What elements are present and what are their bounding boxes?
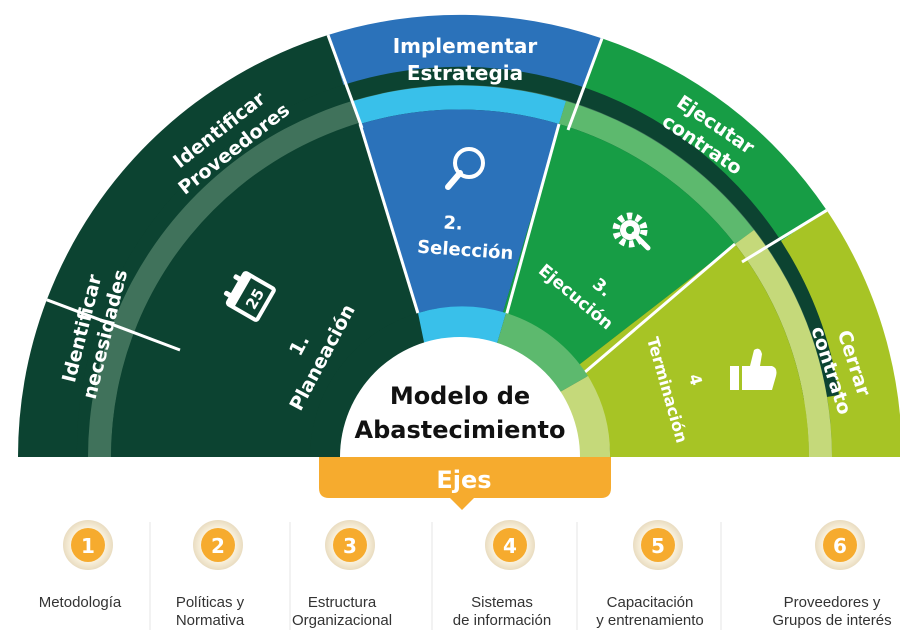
eje-number-badge [823, 528, 857, 562]
eje-label: Proveedores y [784, 594, 881, 611]
gear-wrench-icon [612, 212, 651, 251]
eje-number-badge [493, 528, 527, 562]
svg-text:2.: 2. [443, 212, 464, 234]
eje-number: 3 [343, 534, 357, 558]
eje-label: Sistemas [471, 594, 533, 611]
center-title-line2: Abastecimiento [355, 416, 566, 444]
eje-label: de información [453, 612, 551, 629]
eje-label: Políticas y [176, 594, 245, 611]
eje-number: 1 [81, 534, 95, 558]
phase-seleccion-sector [360, 109, 559, 457]
calendar-icon: 25 [223, 271, 276, 322]
phase-seleccion-label: 2. Selección [417, 212, 514, 264]
ejes-banner [319, 457, 611, 510]
center-hub [340, 337, 580, 457]
eje-label: Normativa [176, 612, 245, 629]
eje-label: Organizacional [292, 612, 392, 629]
eje-number: 2 [211, 534, 225, 558]
eje-number: 5 [651, 534, 665, 558]
eje-number-badge [71, 528, 105, 562]
thumbs-up-icon [730, 348, 777, 390]
svg-text:4: 4 [685, 372, 706, 388]
eje-label: Metodología [39, 594, 122, 611]
eje-label: Grupos de interés [772, 612, 891, 629]
eje-number: 6 [833, 534, 847, 558]
eje-number-badge [201, 528, 235, 562]
ejes-title: Ejes [436, 466, 491, 494]
eje-label: Estructura [308, 594, 377, 611]
eje-number-badge [333, 528, 367, 562]
svg-text:Estrategia: Estrategia [407, 61, 523, 85]
eje-label: y entrenamiento [596, 612, 704, 629]
label-implementar-estrategia: Implementar Estrategia [393, 34, 538, 85]
eje-label: Capacitación [607, 594, 694, 611]
svg-text:Implementar: Implementar [393, 34, 538, 58]
eje-number: 4 [503, 534, 517, 558]
eje-number-badge [641, 528, 675, 562]
magnifier-icon [445, 147, 485, 190]
center-title-line1: Modelo de [390, 382, 530, 410]
